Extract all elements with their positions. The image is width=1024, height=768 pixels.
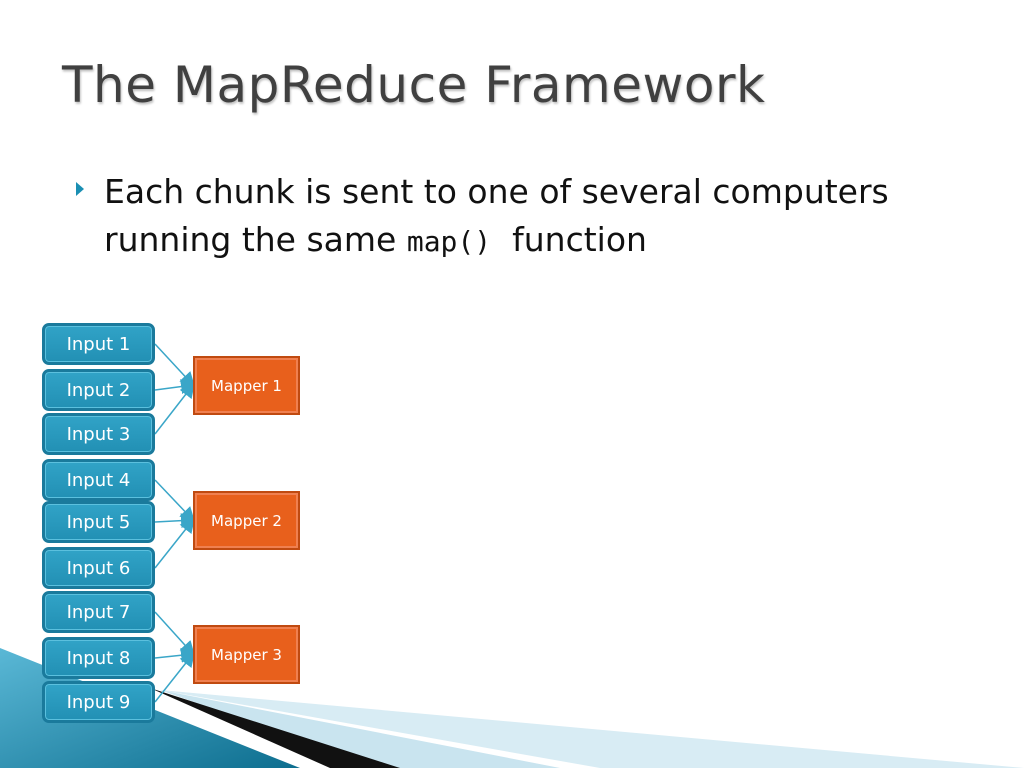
input-box-4: Input 4: [42, 459, 155, 501]
mapper-box-3: Mapper 3: [193, 625, 300, 684]
connector-input-2-to-mapper-1: [154, 379, 196, 395]
bullet-arrow-icon: [76, 182, 84, 196]
connector-input-3-to-mapper-1: [154, 382, 195, 435]
mapper-box-2: Mapper 2: [193, 491, 300, 550]
input-box-5: Input 5: [42, 501, 155, 543]
bullet-text-after: function: [491, 220, 647, 259]
input-box-9: Input 9: [42, 681, 155, 723]
input-box-2: Input 2: [42, 369, 155, 411]
input-box-3: Input 3: [42, 413, 155, 455]
connector-input-5-to-mapper-2: [154, 513, 196, 529]
bullet-text-before: Each chunk is sent to one of several com…: [104, 172, 889, 259]
mapper-box-1: Mapper 1: [193, 356, 300, 415]
bullet-code: map(): [406, 225, 492, 258]
input-box-7: Input 7: [42, 591, 155, 633]
input-box-8: Input 8: [42, 637, 155, 679]
connector-input-7-to-mapper-3: [154, 611, 196, 657]
input-box-1: Input 1: [42, 323, 155, 365]
connector-input-4-to-mapper-2: [154, 479, 196, 523]
slide-title: The MapReduce Framework: [62, 56, 766, 114]
connector-input-6-to-mapper-2: [154, 517, 195, 569]
connector-input-8-to-mapper-3: [154, 647, 196, 663]
input-box-6: Input 6: [42, 547, 155, 589]
connector-input-9-to-mapper-3: [154, 651, 195, 703]
bullet-text: Each chunk is sent to one of several com…: [104, 168, 974, 266]
connector-input-1-to-mapper-1: [154, 343, 196, 388]
